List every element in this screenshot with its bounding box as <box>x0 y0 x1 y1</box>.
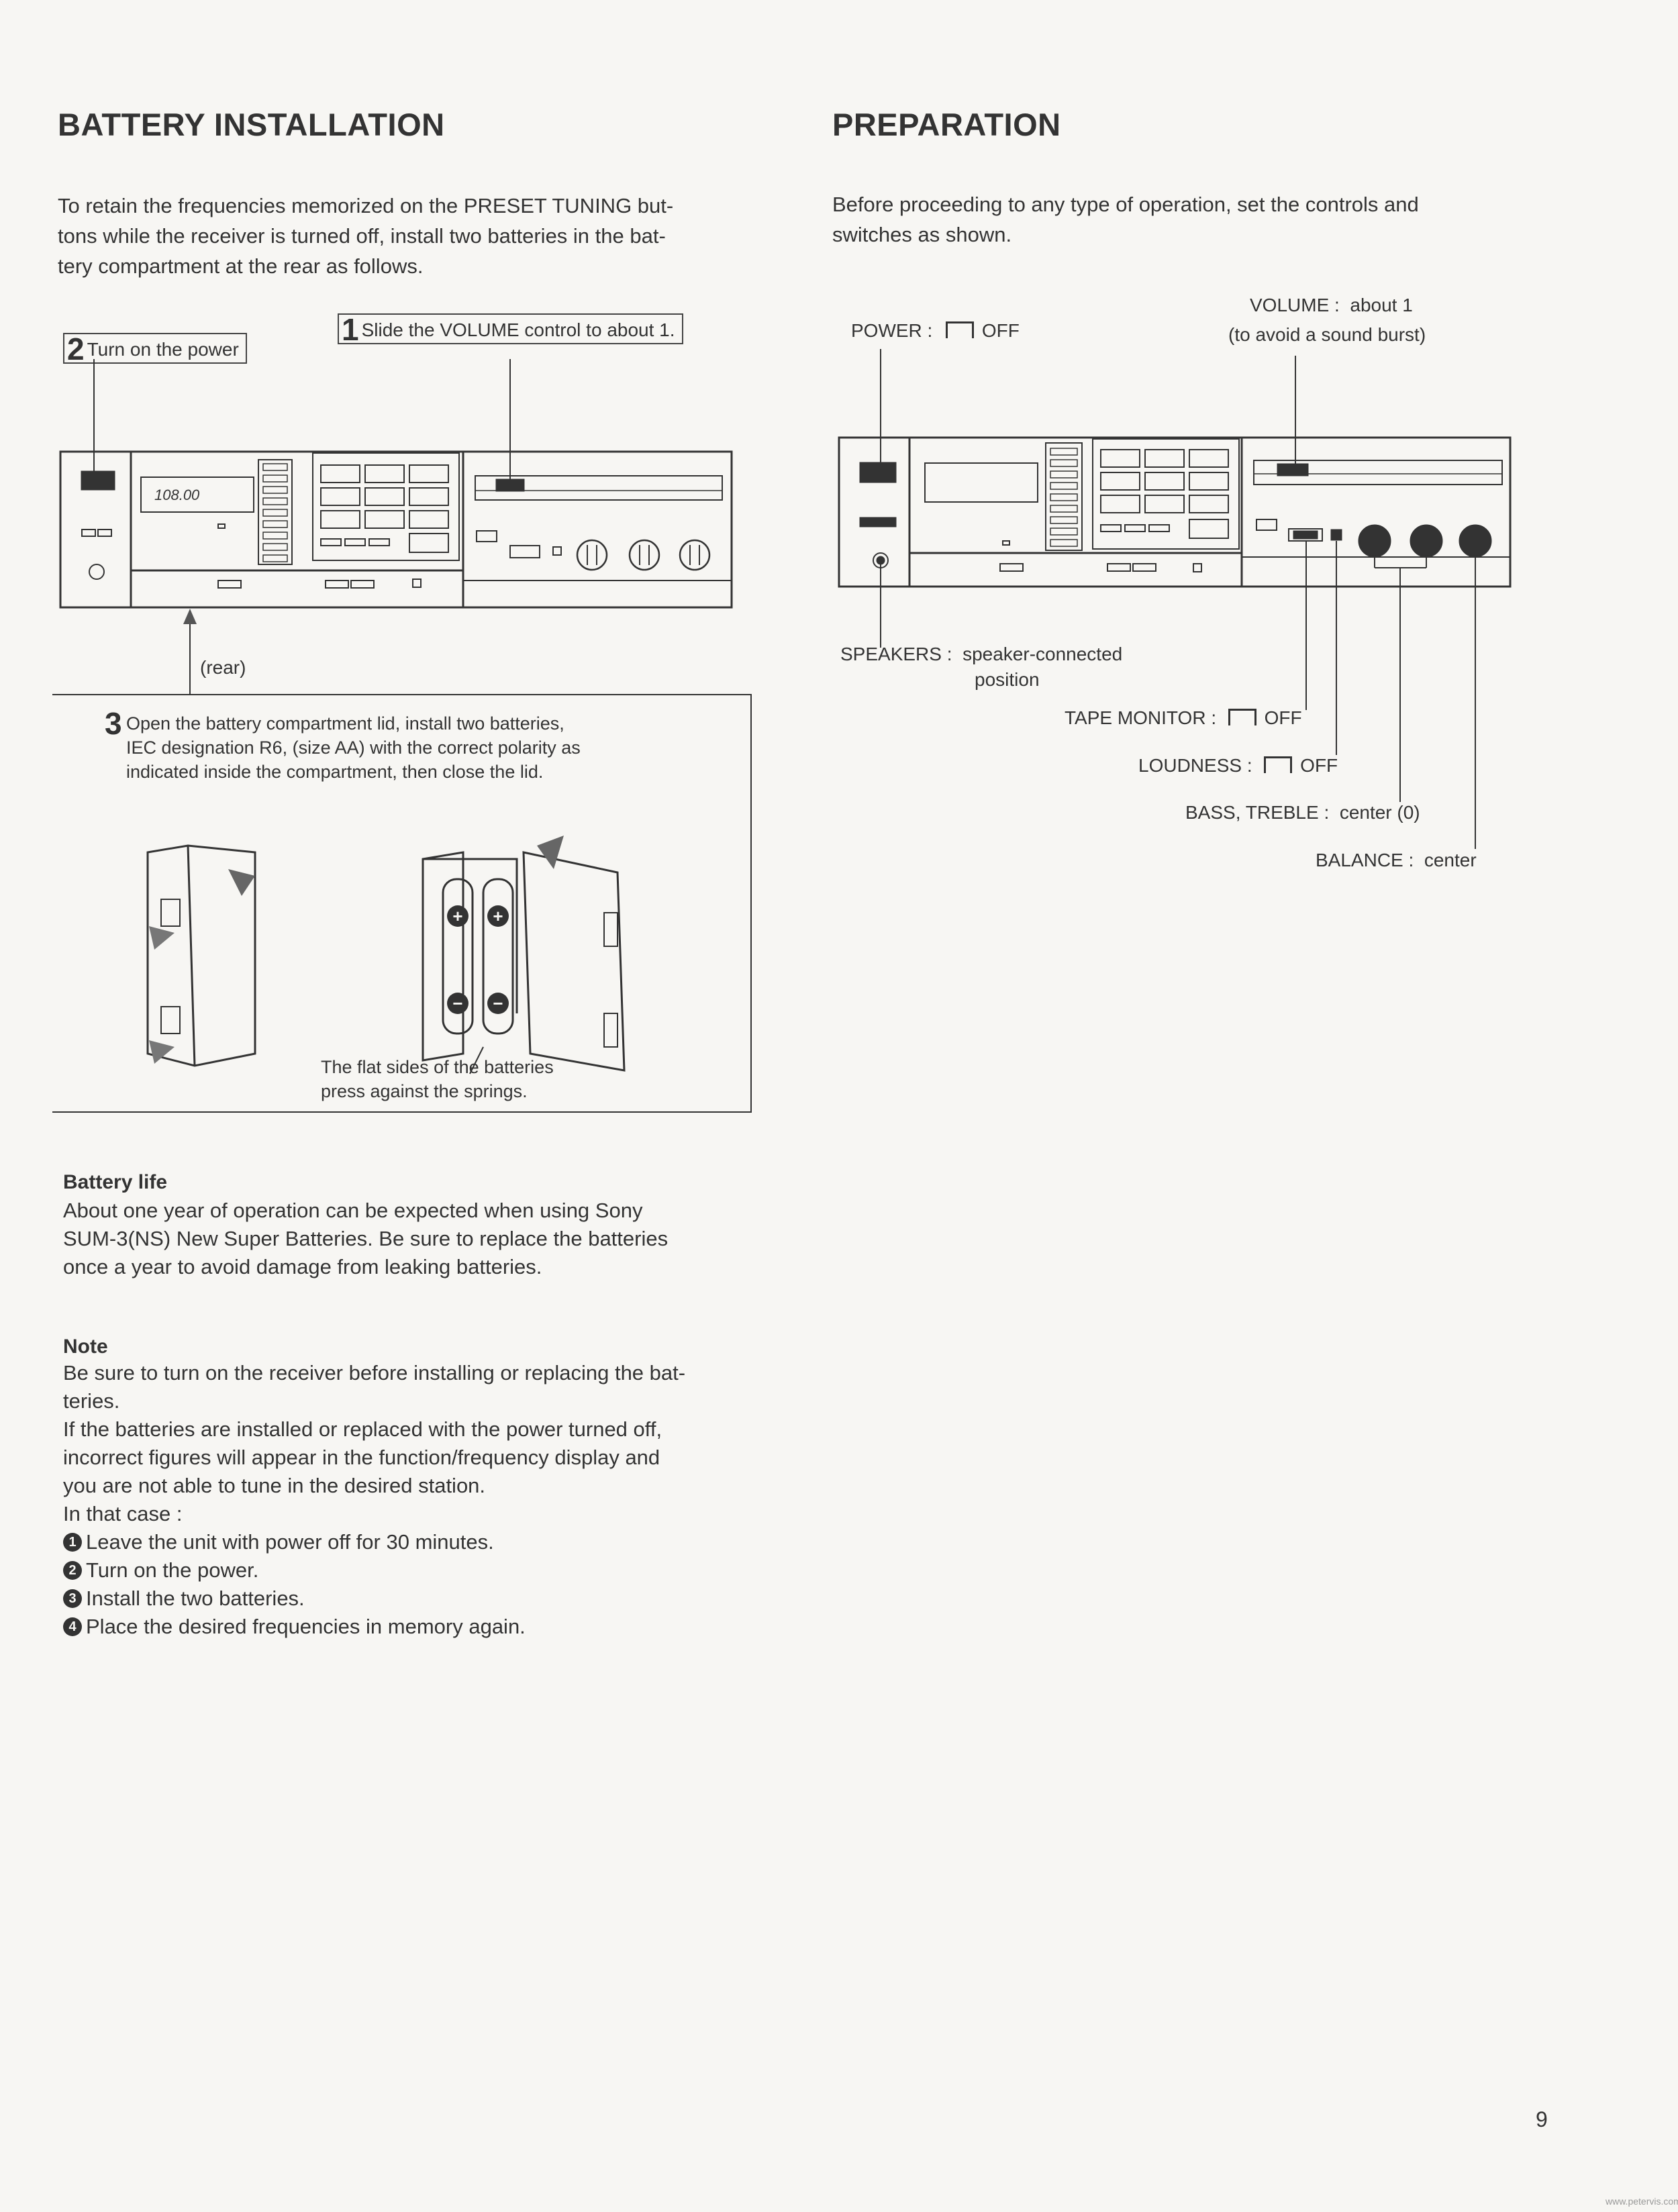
tape-monitor-setting: TAPE MONITOR : OFF <box>1065 705 1302 731</box>
note-line: If the batteries are installed or replac… <box>63 1417 662 1441</box>
power-value: OFF <box>981 320 1020 341</box>
step3-text: 3 Open the battery compartment lid, inst… <box>105 706 581 784</box>
receiver-front-panel-right <box>838 349 1512 849</box>
tape-monitor-label: TAPE MONITOR : <box>1065 707 1217 728</box>
power-label: POWER : <box>851 320 933 341</box>
volume-label: VOLUME : <box>1250 295 1340 315</box>
switch-off-icon <box>1264 756 1293 773</box>
bass-treble-label: BASS, TREBLE : <box>1185 802 1330 823</box>
watermark: www.petervis.com <box>1606 2196 1678 2207</box>
battery-life-line: once a year to avoid damage from leaking… <box>63 1255 542 1278</box>
loudness-label: LOUDNESS : <box>1138 755 1252 776</box>
step-number-icon: 3 <box>63 1589 82 1608</box>
battery-intro-line: To retain the frequencies memorized on t… <box>58 194 674 217</box>
battery-life-text: About one year of operation can be expec… <box>63 1197 801 1281</box>
step1-text: Slide the VOLUME control to about 1. <box>361 319 675 340</box>
note-step-text: Turn on the power. <box>86 1558 259 1582</box>
bass-treble-value: center (0) <box>1339 802 1420 823</box>
battery-life-heading: Battery life <box>63 1171 168 1193</box>
step2-number: 2 <box>67 332 85 366</box>
step3-line: IEC designation R6, (size AA) with the c… <box>126 738 581 758</box>
loudness-setting: LOUDNESS : OFF <box>1138 753 1338 778</box>
volume-setting: VOLUME : about 1 <box>1250 293 1413 318</box>
step3-line: indicated inside the compartment, then c… <box>126 762 544 782</box>
balance-setting: BALANCE : center <box>1316 848 1477 873</box>
preparation-title: PREPARATION <box>832 107 1061 142</box>
step3-line: Open the battery compartment lid, instal… <box>126 713 564 734</box>
balance-label: BALANCE : <box>1316 850 1414 870</box>
note-step-text: Leave the unit with power off for 30 min… <box>86 1530 494 1554</box>
flat-sides-line: The flat sides of the batteries <box>321 1057 554 1077</box>
tape-monitor-value: OFF <box>1264 707 1302 728</box>
step-number-icon: 2 <box>63 1561 82 1580</box>
battery-life-line: About one year of operation can be expec… <box>63 1199 643 1222</box>
switch-off-icon <box>1228 709 1256 725</box>
rear-label: (rear) <box>200 657 246 678</box>
frequency-display-text: 108.00 <box>154 487 200 503</box>
step-number-icon: 1 <box>63 1533 82 1552</box>
step-number-icon: 4 <box>63 1617 82 1636</box>
battery-compartment-illustration: + + − − <box>146 836 626 1074</box>
power-setting: POWER : OFF <box>851 318 1020 344</box>
note-line: you are not able to tune in the desired … <box>63 1474 486 1497</box>
preparation-intro-line: switches as shown. <box>832 223 1012 246</box>
speakers-setting: SPEAKERS : speaker-connected <box>840 642 1122 667</box>
flat-sides-line: press against the springs. <box>321 1081 528 1101</box>
note-step-text: Place the desired frequencies in memory … <box>86 1615 526 1638</box>
page-number: 9 <box>1536 2107 1548 2131</box>
flat-sides-caption: The flat sides of the batteries press ag… <box>321 1055 554 1103</box>
bass-treble-setting: BASS, TREBLE : center (0) <box>1185 800 1420 825</box>
note-step-text: Install the two batteries. <box>86 1587 305 1610</box>
balance-value: center <box>1424 850 1477 870</box>
step3-box <box>52 694 752 1113</box>
volume-value: about 1 <box>1350 295 1413 315</box>
plus-symbol: + <box>493 906 503 926</box>
step3-number: 3 <box>105 706 122 741</box>
battery-intro-line: tons while the receiver is turned off, i… <box>58 224 666 248</box>
plus-symbol: + <box>452 906 462 926</box>
preparation-intro: Before proceeding to any type of operati… <box>832 189 1584 250</box>
note-line: In that case : <box>63 1502 183 1525</box>
minus-symbol: − <box>493 993 503 1013</box>
speakers-value-line2: position <box>975 669 1040 690</box>
battery-life-line: SUM-3(NS) New Super Batteries. Be sure t… <box>63 1227 669 1250</box>
receiver-front-panel-left: 108.00 <box>59 359 733 641</box>
step2-text: Turn on the power <box>87 339 239 360</box>
loudness-value: OFF <box>1300 755 1338 776</box>
speakers-value: speaker-connected <box>963 644 1123 664</box>
switch-off-icon <box>946 321 975 338</box>
battery-intro: To retain the frequencies memorized on t… <box>58 191 796 281</box>
preparation-intro-line: Before proceeding to any type of operati… <box>832 193 1419 216</box>
note-line: teries. <box>63 1389 120 1413</box>
speakers-label: SPEAKERS : <box>840 644 952 664</box>
note-line: incorrect figures will appear in the fun… <box>63 1446 660 1469</box>
rear-arrow-line <box>189 641 191 695</box>
note-heading: Note <box>63 1336 108 1358</box>
volume-note: (to avoid a sound burst) <box>1228 324 1426 345</box>
battery-intro-line: tery compartment at the rear as follows. <box>58 254 424 278</box>
note-text: Be sure to turn on the receiver before i… <box>63 1359 808 1641</box>
battery-title: BATTERY INSTALLATION <box>58 107 445 142</box>
note-line: Be sure to turn on the receiver before i… <box>63 1361 686 1385</box>
minus-symbol: − <box>452 993 462 1013</box>
step1-number: 1 <box>342 312 359 347</box>
